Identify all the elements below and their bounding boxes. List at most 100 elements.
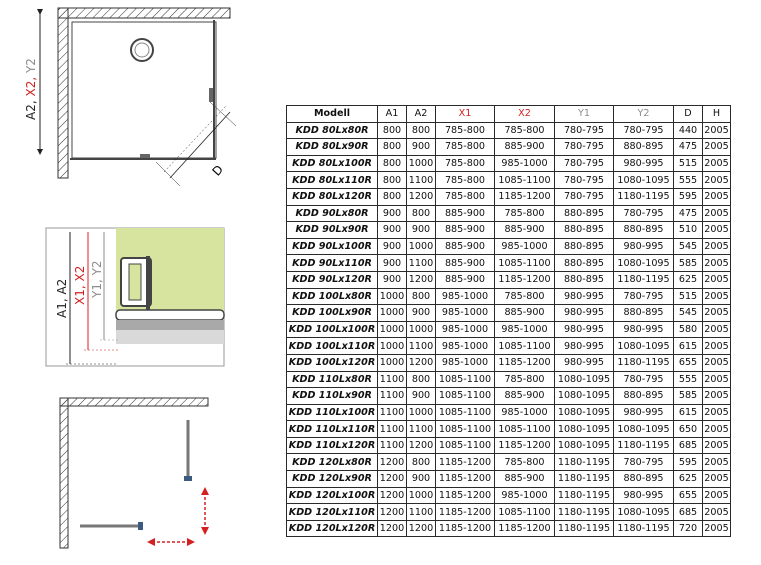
table-cell: 780-795 (613, 370, 674, 389)
model-cell: KDD 90Lx120R (286, 270, 378, 289)
table-cell: 1180-1195 (554, 453, 614, 472)
table-cell: 2005 (702, 453, 731, 472)
table-cell: 785-800 (494, 121, 555, 140)
table-cell: 475 (673, 204, 703, 223)
table-cell: 1100 (406, 420, 436, 438)
header-a2: A2 (406, 105, 436, 123)
table-cell: 785-800 (435, 138, 495, 156)
table-cell: 1080-1095 (613, 420, 674, 438)
table-cell: 1185-1200 (435, 453, 495, 472)
table-cell: 900 (406, 387, 436, 405)
table-cell: 1085-1100 (494, 254, 555, 272)
table-cell: 785-800 (435, 187, 495, 206)
table-cell: 580 (673, 320, 703, 339)
table-cell: 1200 (377, 486, 407, 505)
table-cell: 785-800 (494, 370, 555, 389)
table-cell: 1180-1195 (613, 519, 674, 538)
table-cell: 885-900 (435, 237, 495, 256)
table-cell: 1000 (406, 486, 436, 505)
table-cell: 1085-1100 (435, 387, 495, 405)
table-cell: 885-900 (494, 304, 555, 322)
model-cell: KDD 110Lx120R (286, 436, 378, 455)
table-cell: 595 (673, 187, 703, 206)
table-cell: 2005 (702, 121, 731, 140)
table-cell: 1100 (377, 436, 407, 455)
table-cell: 1185-1200 (494, 270, 555, 289)
table-cell: 615 (673, 403, 703, 422)
table-cell: 2005 (702, 237, 731, 256)
table-cell: 2005 (702, 470, 731, 488)
table-cell: 625 (673, 470, 703, 488)
side-label-x-text: X1, X2 (73, 266, 87, 305)
table-cell: 885-900 (435, 221, 495, 239)
dim-label-x2: X2, (24, 73, 38, 96)
table-cell: 780-795 (554, 187, 614, 206)
table-cell: 880-895 (613, 470, 674, 488)
table-cell: 1185-1200 (435, 470, 495, 488)
model-cell: KDD 110Lx80R (286, 370, 378, 389)
drain-circle-icon (130, 38, 154, 62)
table-cell: 1185-1200 (494, 353, 555, 372)
table-cell: 880-895 (554, 254, 614, 272)
table-cell: 785-800 (435, 121, 495, 140)
table-cell: 585 (673, 254, 703, 272)
table-cell: 1185-1200 (494, 519, 555, 538)
model-cell: KDD 80Lx110R (286, 171, 378, 189)
table-cell: 785-800 (435, 171, 495, 189)
side-label-y: Y1, Y2 (90, 260, 104, 299)
table-cell: 2005 (702, 204, 731, 223)
table-cell: 880-895 (554, 237, 614, 256)
table-cell: 900 (377, 237, 407, 256)
table-cell: 980-995 (613, 237, 674, 256)
table-cell: 2005 (702, 320, 731, 339)
header-d: D (673, 105, 703, 123)
table-cell: 1085-1100 (494, 171, 555, 189)
table-cell: 780-795 (554, 138, 614, 156)
table-cell: 780-795 (613, 204, 674, 223)
table-cell: 880-895 (554, 270, 614, 289)
table-cell: 2005 (702, 420, 731, 438)
table-cell: 1180-1195 (613, 353, 674, 372)
table-cell: 1085-1100 (435, 420, 495, 438)
table-cell: 885-900 (435, 254, 495, 272)
table-cell: 2005 (702, 304, 731, 322)
table-cell: 885-900 (494, 221, 555, 239)
table-cell: 880-895 (613, 138, 674, 156)
table-cell: 780-795 (554, 171, 614, 189)
table-cell: 1100 (406, 171, 436, 189)
table-cell: 1200 (377, 470, 407, 488)
table-cell: 800 (406, 204, 436, 223)
table-cell: 1080-1095 (554, 387, 614, 405)
header-y1: Y1 (554, 105, 614, 123)
table-cell: 780-795 (613, 121, 674, 140)
model-cell: KDD 80Lx100R (286, 154, 378, 173)
table-cell: 1080-1095 (613, 503, 674, 521)
table-cell: 1180-1195 (613, 270, 674, 289)
table-cell: 780-795 (554, 154, 614, 173)
table-cell: 545 (673, 304, 703, 322)
table-cell: 1100 (406, 503, 436, 521)
table-cell: 985-1000 (494, 154, 555, 173)
table-cell: 800 (377, 171, 407, 189)
header-h: H (702, 105, 731, 123)
table-cell: 800 (406, 370, 436, 389)
table-cell: 880-895 (613, 304, 674, 322)
table-cell: 900 (406, 304, 436, 322)
table-cell: 885-900 (494, 138, 555, 156)
table-cell: 585 (673, 387, 703, 405)
table-cell: 555 (673, 370, 703, 389)
table-cell: 900 (377, 204, 407, 223)
table-cell: 1080-1095 (554, 436, 614, 455)
table-cell: 980-995 (613, 154, 674, 173)
model-cell: KDD 90Lx100R (286, 237, 378, 256)
